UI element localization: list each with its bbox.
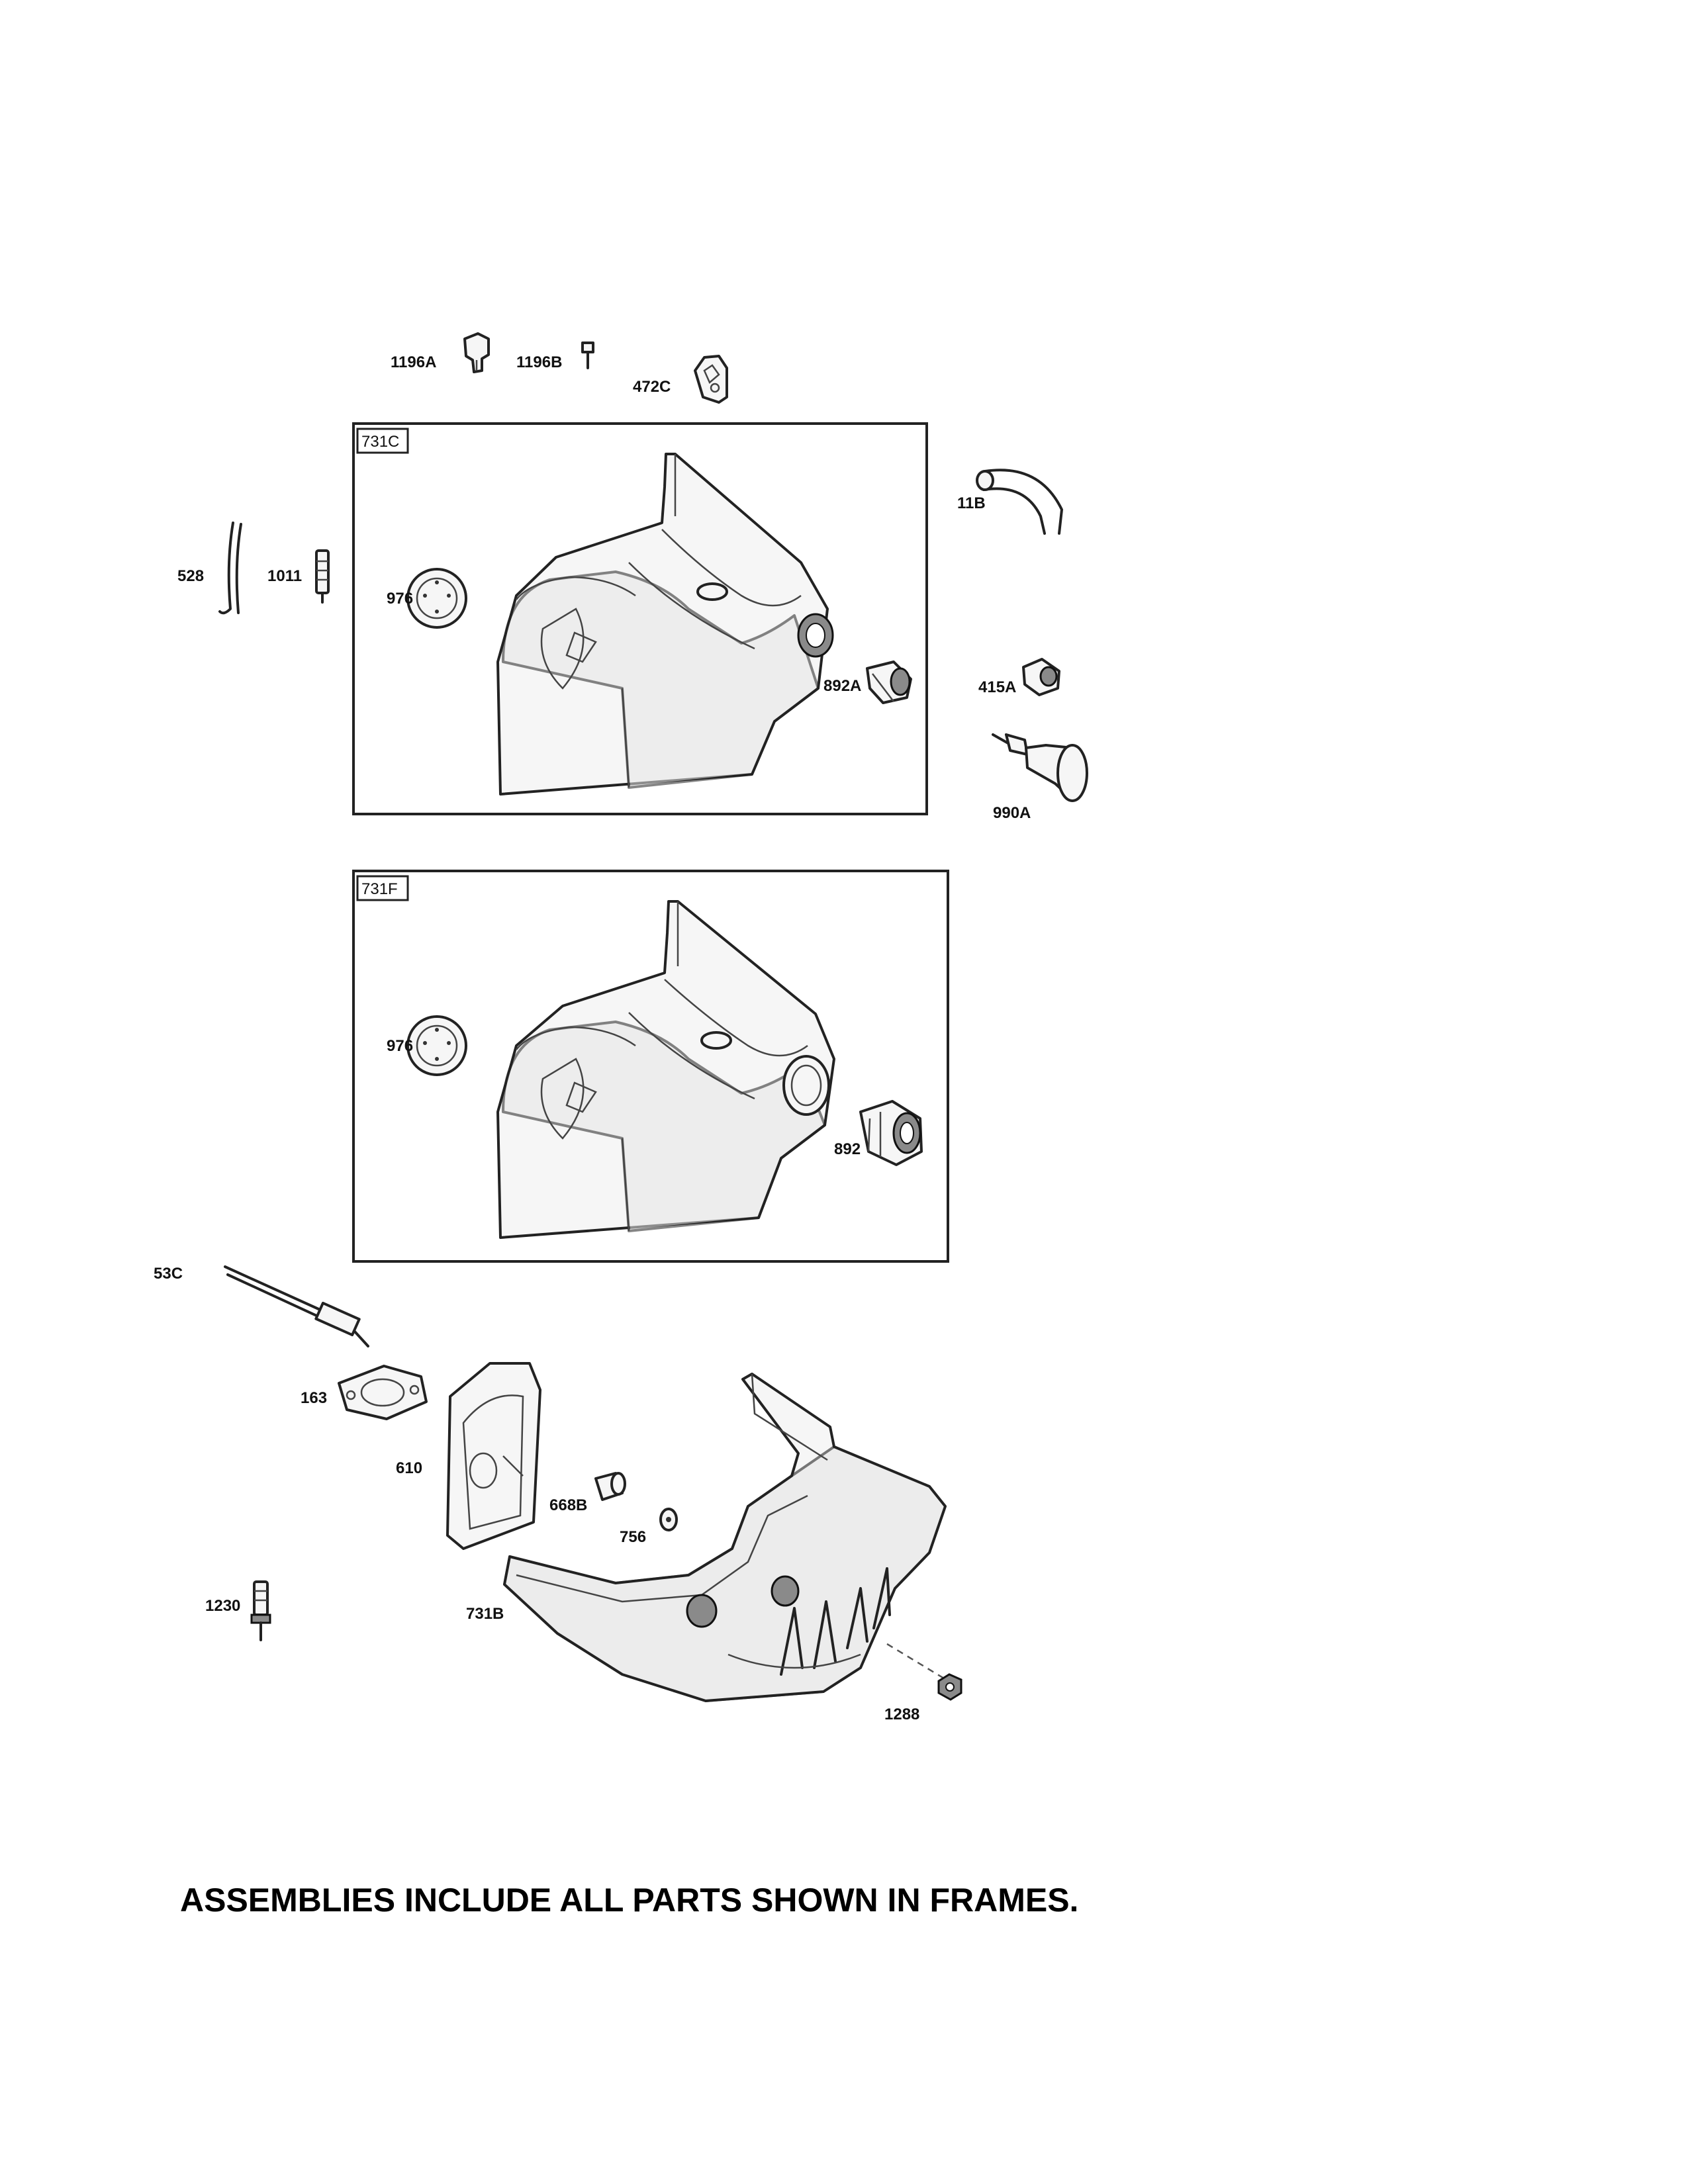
part-11b-icon	[976, 469, 1063, 535]
assemblies-note-caption: ASSEMBLIES INCLUDE ALL PARTS SHOWN IN FR…	[180, 1882, 1079, 1919]
label-976-top: 976	[387, 590, 413, 608]
frame-731f: 731F 976	[352, 870, 949, 1263]
label-990a: 990A	[993, 804, 1031, 822]
part-53c-icon	[224, 1265, 369, 1347]
label-1230: 1230	[205, 1597, 240, 1615]
fuel-tank-731f-icon	[496, 900, 835, 1239]
label-610: 610	[396, 1459, 422, 1477]
part-990a-icon	[992, 733, 1088, 802]
label-472c: 472C	[633, 378, 671, 396]
label-731b: 731B	[466, 1605, 504, 1623]
label-1196a: 1196A	[391, 353, 436, 371]
part-892-icon	[859, 1100, 923, 1166]
part-528-icon	[218, 522, 242, 615]
label-1196b: 1196B	[516, 353, 562, 371]
part-1196a-icon	[463, 332, 490, 373]
label-163: 163	[301, 1389, 327, 1407]
part-1196b-icon	[581, 341, 594, 369]
label-528: 528	[177, 567, 204, 585]
frame-label-731c: 731C	[361, 433, 399, 451]
label-1011: 1011	[267, 567, 302, 585]
label-892: 892	[834, 1140, 861, 1158]
label-668b: 668B	[549, 1496, 587, 1514]
label-53c: 53C	[154, 1265, 183, 1283]
fuel-tank-731c-icon	[496, 453, 834, 796]
label-976-bottom: 976	[387, 1037, 413, 1055]
label-11b: 11B	[957, 494, 986, 512]
part-892a-icon	[866, 660, 912, 704]
frame-label-731f: 731F	[361, 880, 398, 898]
part-163-icon	[338, 1365, 428, 1420]
part-1288-icon	[886, 1643, 962, 1701]
label-1288: 1288	[884, 1706, 919, 1723]
part-610-icon	[446, 1362, 541, 1550]
part-668b-icon	[594, 1472, 626, 1501]
label-415a: 415A	[978, 678, 1016, 696]
part-976-top-icon	[406, 568, 467, 629]
part-976-bottom-icon	[406, 1015, 467, 1076]
part-1230-icon	[250, 1580, 271, 1641]
part-756-icon	[659, 1508, 678, 1531]
part-1011-icon	[315, 549, 330, 604]
part-415a-icon	[1022, 658, 1060, 696]
part-731b-icon	[503, 1373, 947, 1702]
part-472c-icon	[694, 355, 728, 404]
label-892a: 892A	[823, 677, 861, 695]
label-756: 756	[620, 1528, 646, 1546]
frame-731c: 731C 976	[352, 422, 928, 815]
